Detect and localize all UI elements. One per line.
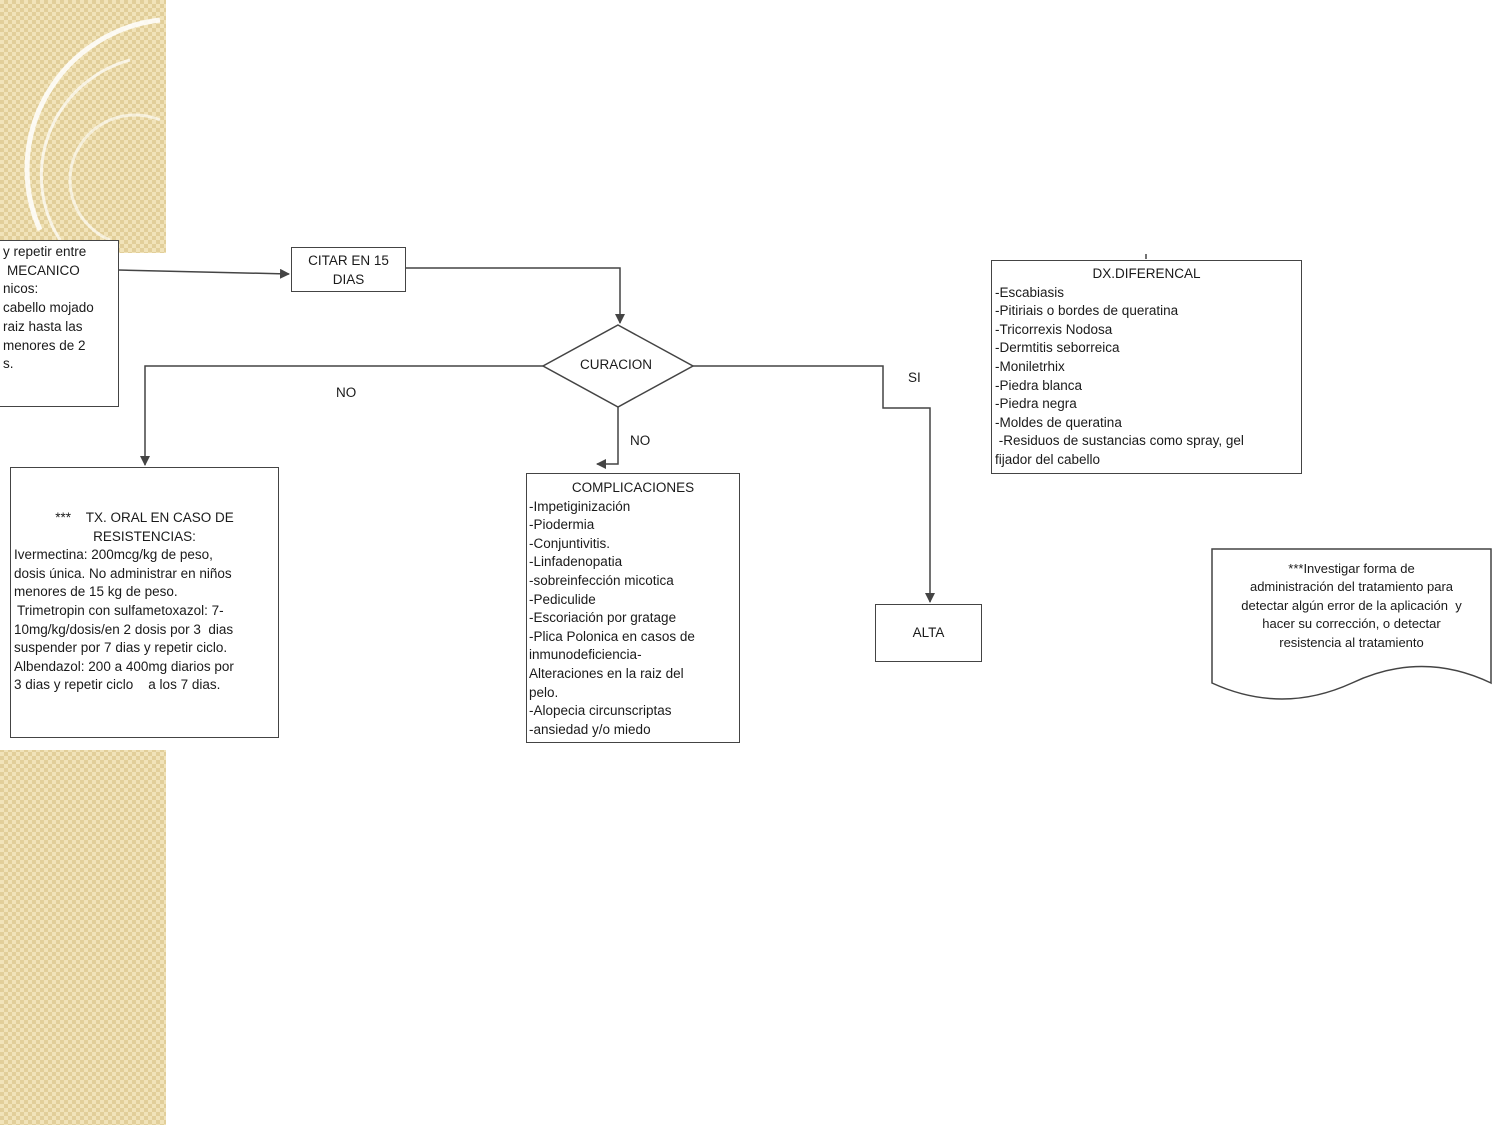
dx-diferencial-line: -Moniletrhix [995, 358, 1065, 374]
dx-diferencial-title: DX.DIFERENCAL [1092, 266, 1201, 281]
dx-diferencial-line: -Moldes de queratina [995, 414, 1122, 430]
complicaciones-line: -ansiedad y/o miedo [529, 721, 651, 737]
tx-oral-line: 10mg/kg/dosis/en 2 dosis por 3 dias [14, 621, 234, 637]
branch-label-no-down: NO [630, 433, 651, 448]
tx-oral-title: *** TX. ORAL EN CASO DE [55, 510, 234, 525]
partial-box-line: menores de 2 [3, 337, 86, 353]
tx-oral-line: 3 dias y repetir ciclo a los 7 dias. [14, 677, 221, 693]
complicaciones-line: -Escoriación por gratage [529, 610, 677, 626]
partial-box-line: nicos: [3, 281, 39, 297]
arrow-si-to-alta [693, 365, 935, 603]
dx-diferencial-line: -Residuos de sustancias como spray, gel [995, 433, 1244, 449]
partial-box-line: s. [3, 356, 14, 372]
tx-oral-box: *** TX. ORAL EN CASO DE RESISTENCIAS: Iv… [10, 467, 279, 738]
alta-box: ALTA [875, 604, 982, 662]
complicaciones-line: -sobreinfección micotica [529, 572, 674, 588]
complicaciones-line: -Plica Polonica en casos de [529, 628, 695, 644]
partial-box-line: MECANICO [7, 262, 80, 278]
complicaciones-line: -Linfadenopatia [529, 554, 623, 570]
citar-box: CITAR EN 15 DIAS [291, 247, 406, 292]
note-line: hacer su corrección, o detectar [1262, 616, 1441, 632]
note-line: resistencia al tratamiento [1279, 634, 1424, 650]
complicaciones-line: -Piodermia [529, 517, 595, 533]
complicaciones-line: -Impetiginización [529, 498, 631, 514]
complicaciones-line: -Alopecia circunscriptas [529, 703, 672, 719]
tx-oral-line: Trimetropin con sulfametoxazol: 7- [17, 602, 224, 618]
tx-oral-title: RESISTENCIAS: [93, 528, 196, 544]
complicaciones-box: COMPLICACIONES -Impetiginización -Pioder… [526, 473, 740, 743]
decision-label: CURACION [580, 357, 653, 372]
decision-diamond [541, 324, 695, 408]
branch-label-no-left: NO [336, 385, 357, 400]
arrow-no-to-complicaciones [596, 407, 619, 469]
citar-box-line: CITAR EN 15 [308, 253, 389, 268]
dx-diferencial-line: fijador del cabello [995, 451, 1101, 467]
complicaciones-title: COMPLICACIONES [571, 480, 695, 495]
partial-box-line: y repetir entre [3, 244, 87, 259]
alta-label: ALTA [912, 625, 945, 640]
complicaciones-line: pelo. [529, 684, 559, 700]
complicaciones-line: -Conjuntivitis. [529, 535, 611, 551]
tx-oral-line: menores de 15 kg de peso. [14, 584, 178, 600]
note-box: ***Investigar forma de administración de… [1212, 560, 1491, 652]
decorative-arcs [24, 17, 161, 242]
tx-oral-line: Ivermectina: 200mcg/kg de peso, [14, 547, 213, 563]
dx-diferencial-line: -Escabiasis [995, 284, 1065, 300]
arrow-citar-to-curacion [405, 267, 625, 324]
partial-box: y repetir entre MECANICO nicos: cabello … [0, 240, 119, 407]
arrow-to-citar [117, 268, 290, 279]
dx-diferencial-line: -Dermtitis seborreica [995, 340, 1120, 356]
complicaciones-line: Alteraciones en la raiz del [529, 665, 684, 681]
citar-box-line: DIAS [332, 271, 365, 287]
tx-oral-line: Albendazol: 200 a 400mg diarios por [14, 658, 234, 674]
dx-diferencial-line: -Tricorrexis Nodosa [995, 321, 1113, 337]
dx-diferencial-line: -Piedra negra [995, 396, 1077, 412]
tx-oral-line: dosis única. No administrar en niños [14, 565, 232, 581]
dx-diferencial-box: DX.DIFERENCAL -Escabiasis -Pitiriais o b… [991, 260, 1302, 474]
note-shape [1211, 548, 1492, 700]
note-line: administración del tratamiento para [1249, 579, 1454, 595]
arrow-no-to-tx-oral [140, 365, 543, 466]
partial-box-line: raiz hasta las [3, 318, 83, 334]
note-line: ***Investigar forma de [1288, 561, 1415, 576]
branch-label-si: SI [908, 370, 921, 385]
complicaciones-line: -Pediculide [529, 591, 596, 607]
dx-diferencial-line: -Pitiriais o bordes de queratina [995, 303, 1179, 319]
complicaciones-line: inmunodeficiencia- [529, 647, 642, 663]
dx-diferencial-line: -Piedra blanca [995, 377, 1083, 393]
note-line: detectar algún error de la aplicación y [1241, 597, 1462, 613]
partial-box-line: cabello mojado [3, 300, 94, 316]
tx-oral-line: suspender por 7 dias y repetir ciclo. [14, 640, 228, 656]
